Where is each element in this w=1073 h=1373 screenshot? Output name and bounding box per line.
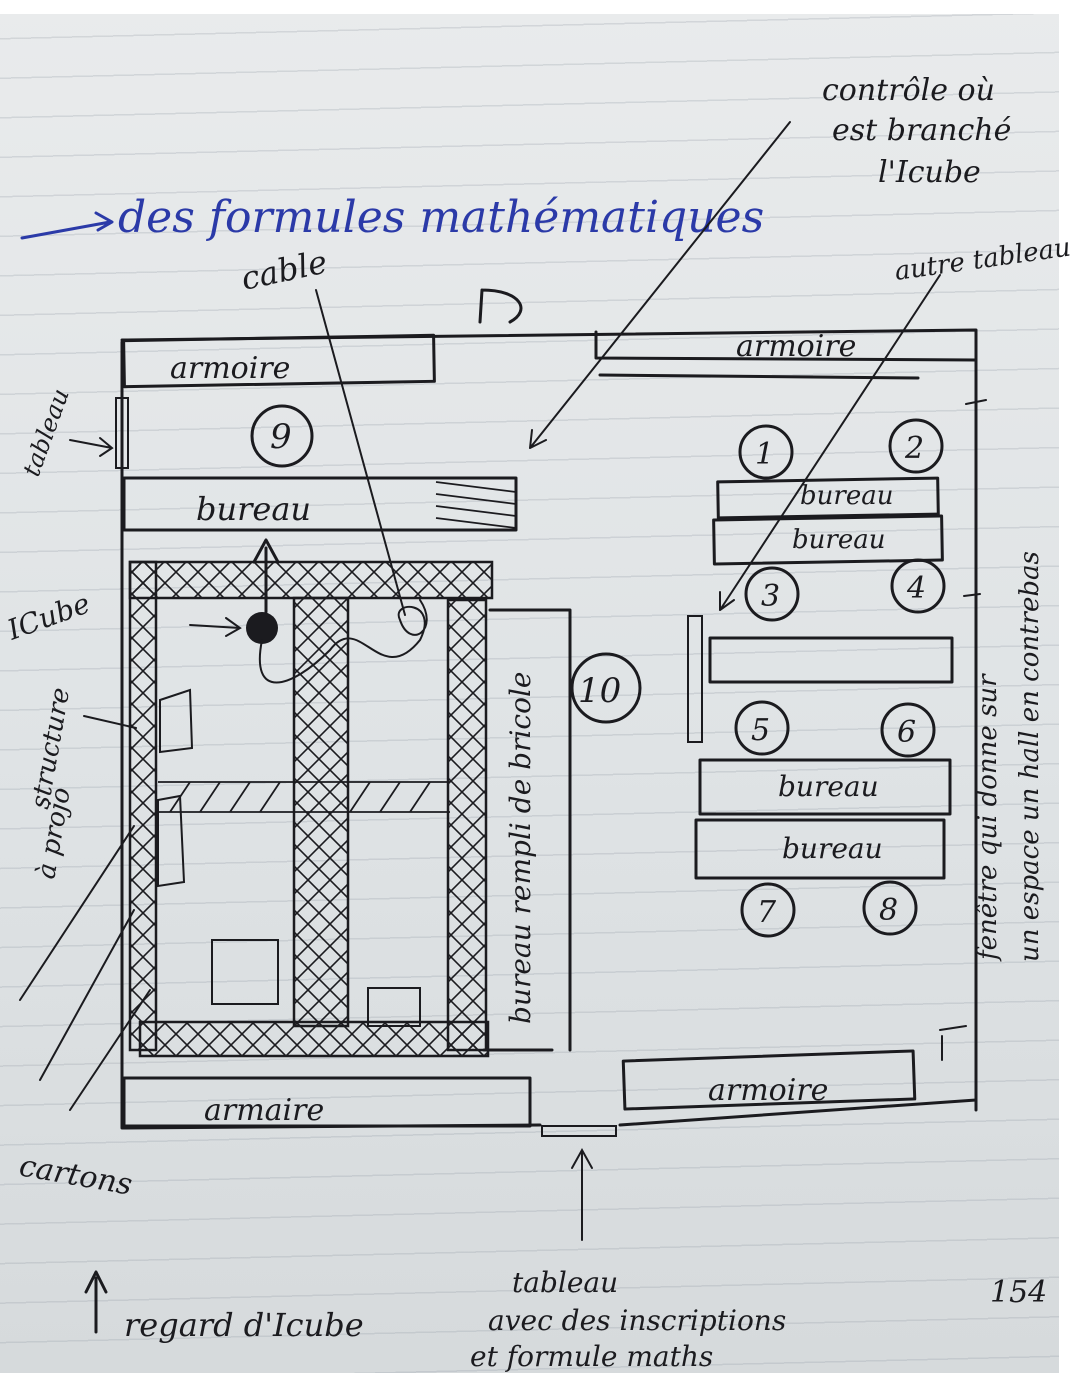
desk-right-4 [694, 818, 946, 880]
icube-structure [128, 560, 494, 1058]
page-number: 154 [990, 1275, 1047, 1310]
desk-right-empty [708, 636, 954, 684]
label-controle-line3: l'Icube [878, 155, 981, 190]
label-controle-line1: contrôle où [822, 73, 995, 108]
desk-right-1 [716, 476, 940, 520]
label-tableau-bottom-line2: avec des inscriptions [488, 1304, 786, 1337]
seat-8-circle [862, 880, 918, 936]
armoire-bottom-left-label: armaire [204, 1093, 324, 1128]
bureau-top-left [122, 476, 518, 532]
right-desks [687, 418, 954, 938]
label-fenetre-line2: un espace un hall en contrebas [1015, 551, 1045, 962]
arrow-controle-icon [529, 121, 791, 449]
desk-right-2-label: bureau [792, 525, 885, 555]
page-top-margin [0, 0, 1073, 14]
seat-2-label: 2 [904, 431, 924, 466]
bureau-rempli-label: bureau rempli de bricole [504, 671, 537, 1024]
desk-right-2 [712, 514, 944, 566]
armoire-top-right-label: armoire [736, 329, 856, 364]
bureau-hatched-corner [435, 481, 517, 529]
label-controle-line2: est branché [832, 113, 1011, 148]
seat-1-circle [738, 424, 794, 480]
label-tableau-bottom-line1: tableau [512, 1266, 618, 1299]
seat-7-label: 7 [757, 895, 777, 930]
autre-tableau-board [687, 615, 703, 743]
seat-8-label: 8 [879, 893, 898, 928]
armoire-top-right [594, 330, 978, 380]
heading-arrow-icon [20, 211, 114, 240]
structure-leader-lines [19, 715, 151, 1111]
cable-scribble [258, 599, 428, 684]
label-tableau-left: tableau [17, 385, 74, 480]
seat-9-label: 9 [270, 417, 292, 457]
seat-3-label: 3 [761, 579, 780, 614]
tableau-bottom-board [541, 1125, 617, 1137]
armoire-bottom-right [621, 1049, 917, 1111]
room-walls [120, 328, 978, 1130]
desk-right-4-label: bureau [782, 832, 883, 865]
icube-device [246, 612, 278, 644]
label-tableau-bottom-line3: et formule maths [470, 1340, 713, 1373]
heading-text: des formules mathématiques [118, 192, 764, 243]
seat-4-circle [890, 558, 946, 614]
armoire-bottom-right-label: armoire [708, 1073, 828, 1108]
seat-6-circle [880, 702, 936, 758]
seat-1-label: 1 [755, 437, 774, 472]
page-right-margin [1059, 0, 1073, 1373]
icube-direction-arrow-icon [252, 538, 280, 614]
arrow-icube-icon [189, 617, 242, 637]
seat-6-label: 6 [897, 715, 916, 750]
seat-5-circle [734, 700, 790, 756]
label-cartons: cartons [17, 1148, 135, 1202]
arrow-tableau-bottom-icon [571, 1147, 593, 1241]
seat-4-label: 4 [906, 571, 926, 606]
seat-10-circle [570, 652, 642, 724]
window-marks [939, 399, 987, 1061]
bureau-top-left-label: bureau [196, 490, 311, 528]
label-icube: ICube [2, 586, 94, 646]
label-autre-tableau: autre tableau [893, 233, 1073, 287]
armoire-top-left [122, 333, 436, 389]
desk-right-3 [698, 758, 952, 816]
label-fenetre-line1: fenêtre qui donne sur [973, 673, 1003, 962]
seat-10-label: 10 [578, 671, 621, 711]
bureau-rempli [482, 608, 572, 1052]
desk-right-3-label: bureau [778, 770, 879, 803]
arrow-tableau-left-icon [69, 437, 114, 457]
armoire-bottom-left [122, 1076, 532, 1128]
desk-right-1-label: bureau [800, 481, 893, 511]
label-regard: regard d'Icube [124, 1306, 364, 1344]
tableau-left-board [115, 397, 129, 469]
seat-3-circle [744, 566, 800, 622]
seat-7-circle [740, 882, 796, 938]
armoire-top-left-label: armoire [170, 351, 290, 386]
door-symbol [478, 288, 523, 324]
seat-5-label: 5 [751, 713, 770, 748]
regard-arrow-icon [84, 1270, 108, 1334]
seat-2-circle [888, 418, 944, 474]
seat-9-circle [250, 404, 314, 468]
